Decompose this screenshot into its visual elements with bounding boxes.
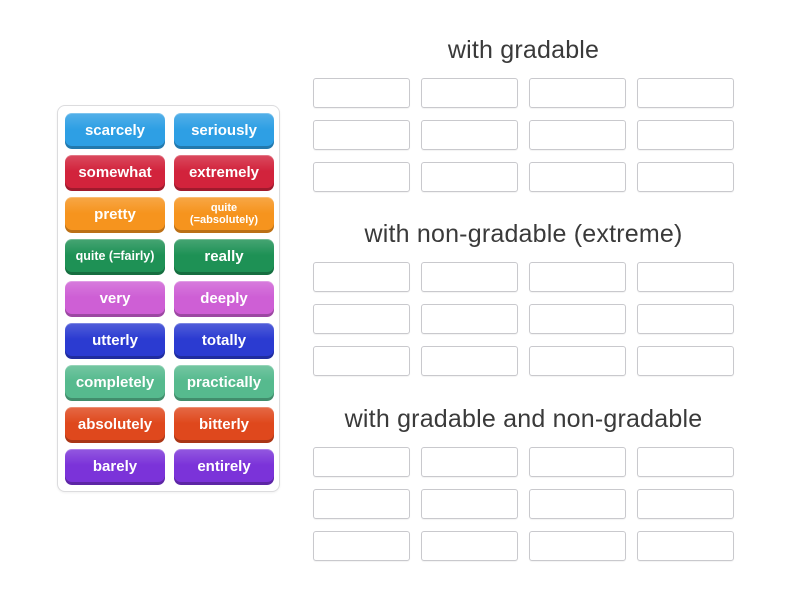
word-tile[interactable]: entirely xyxy=(174,449,274,485)
word-tile[interactable]: absolutely xyxy=(65,407,165,443)
drop-slot[interactable] xyxy=(313,531,410,561)
word-tile[interactable]: really xyxy=(174,239,274,275)
slot-grid xyxy=(313,447,734,561)
drop-slot[interactable] xyxy=(637,346,734,376)
drop-slot[interactable] xyxy=(421,78,518,108)
drop-slot[interactable] xyxy=(313,304,410,334)
drop-slot[interactable] xyxy=(529,120,626,150)
drop-slot[interactable] xyxy=(637,447,734,477)
drop-slot[interactable] xyxy=(313,78,410,108)
word-tile[interactable]: scarcely xyxy=(65,113,165,149)
group-title: with gradable xyxy=(447,36,600,64)
drop-slot[interactable] xyxy=(313,262,410,292)
word-tile[interactable]: practically xyxy=(174,365,274,401)
drop-slot[interactable] xyxy=(313,489,410,519)
drop-slot[interactable] xyxy=(421,531,518,561)
drop-slot[interactable] xyxy=(637,304,734,334)
drop-slot[interactable] xyxy=(421,162,518,192)
slot-grid xyxy=(313,78,734,192)
drop-slot[interactable] xyxy=(637,262,734,292)
word-tile[interactable]: somewhat xyxy=(65,155,165,191)
word-tile[interactable]: pretty xyxy=(65,197,165,233)
drop-slot[interactable] xyxy=(529,531,626,561)
drop-slot[interactable] xyxy=(529,346,626,376)
drop-slot[interactable] xyxy=(529,489,626,519)
drop-slot[interactable] xyxy=(637,78,734,108)
slot-grid xyxy=(313,262,734,376)
word-tile[interactable]: totally xyxy=(174,323,274,359)
drop-slot[interactable] xyxy=(529,262,626,292)
drop-slot[interactable] xyxy=(421,304,518,334)
drop-slot[interactable] xyxy=(637,120,734,150)
drop-slot[interactable] xyxy=(421,120,518,150)
group-title: with non-gradable (extreme) xyxy=(364,220,683,248)
word-tile[interactable]: quite (=absolutely) xyxy=(174,197,274,233)
group-with-gradable: with gradable xyxy=(313,34,734,192)
word-tile[interactable]: bitterly xyxy=(174,407,274,443)
drop-slot[interactable] xyxy=(421,262,518,292)
drop-slot[interactable] xyxy=(313,346,410,376)
drop-slot[interactable] xyxy=(529,304,626,334)
group-with-gradable-and-non-gradable: with gradable and non-gradable xyxy=(313,403,734,561)
drop-slot[interactable] xyxy=(313,447,410,477)
drop-slot[interactable] xyxy=(421,447,518,477)
word-tile[interactable]: utterly xyxy=(65,323,165,359)
word-tile[interactable]: very xyxy=(65,281,165,317)
word-tile[interactable]: completely xyxy=(65,365,165,401)
drop-slot[interactable] xyxy=(529,78,626,108)
drop-slot[interactable] xyxy=(529,162,626,192)
word-tile[interactable]: barely xyxy=(65,449,165,485)
group-with-non-gradable-extreme: with non-gradable (extreme) xyxy=(313,218,734,376)
group-title: with gradable and non-gradable xyxy=(344,405,703,433)
word-tile[interactable]: deeply xyxy=(174,281,274,317)
drop-slot[interactable] xyxy=(529,447,626,477)
drop-slot[interactable] xyxy=(421,346,518,376)
drop-slot[interactable] xyxy=(637,531,734,561)
drop-slot[interactable] xyxy=(313,162,410,192)
word-tile[interactable]: extremely xyxy=(174,155,274,191)
word-tile[interactable]: seriously xyxy=(174,113,274,149)
drop-slot[interactable] xyxy=(637,489,734,519)
drop-slot[interactable] xyxy=(637,162,734,192)
drop-slot[interactable] xyxy=(421,489,518,519)
drop-slot[interactable] xyxy=(313,120,410,150)
word-tile[interactable]: quite (=fairly) xyxy=(65,239,165,275)
